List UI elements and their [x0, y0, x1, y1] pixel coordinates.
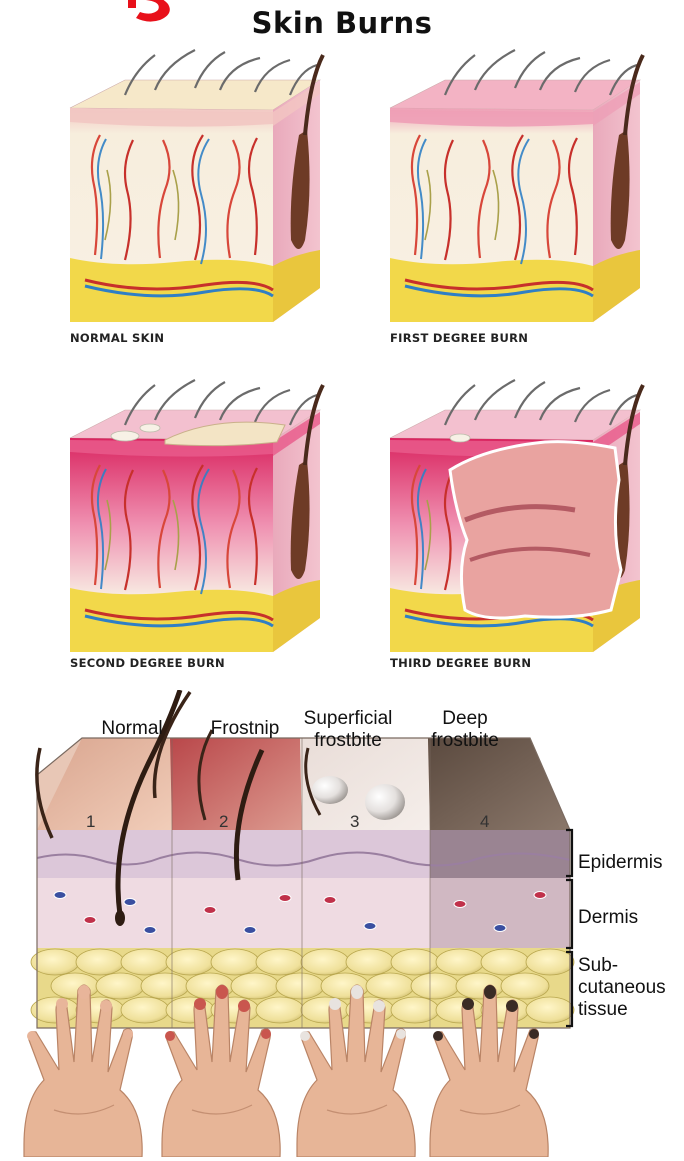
layer-label-dermis: Dermis: [578, 907, 638, 929]
stage-number-3: 3: [350, 812, 359, 832]
panel-label-normal: NORMAL SKIN: [70, 331, 164, 345]
skin-block-normal: [55, 40, 325, 334]
figure-title: Skin Burns: [0, 6, 684, 40]
stage-number-4: 4: [480, 812, 489, 832]
panel-label-first-degree: FIRST DEGREE BURN: [390, 331, 528, 345]
skin-block-first-degree: [375, 40, 645, 334]
stage-title-superficial: Superficial frostbite: [283, 708, 413, 752]
stage-number-2: 2: [219, 812, 228, 832]
stage-number-1: 1: [86, 812, 95, 832]
layer-label-subcutaneous: Sub- cutaneous tissue: [578, 955, 666, 1021]
layer-label-epidermis: Epidermis: [578, 852, 662, 874]
stage-title-normal: Normal: [72, 718, 192, 740]
skin-block-third-degree: [375, 370, 645, 664]
skin-block-second-degree: [55, 370, 325, 664]
panel-label-third-degree: THIRD DEGREE BURN: [390, 656, 531, 670]
panel-label-second-degree: SECOND DEGREE BURN: [70, 656, 225, 670]
stage-title-deep: Deep frostbite: [410, 708, 520, 752]
